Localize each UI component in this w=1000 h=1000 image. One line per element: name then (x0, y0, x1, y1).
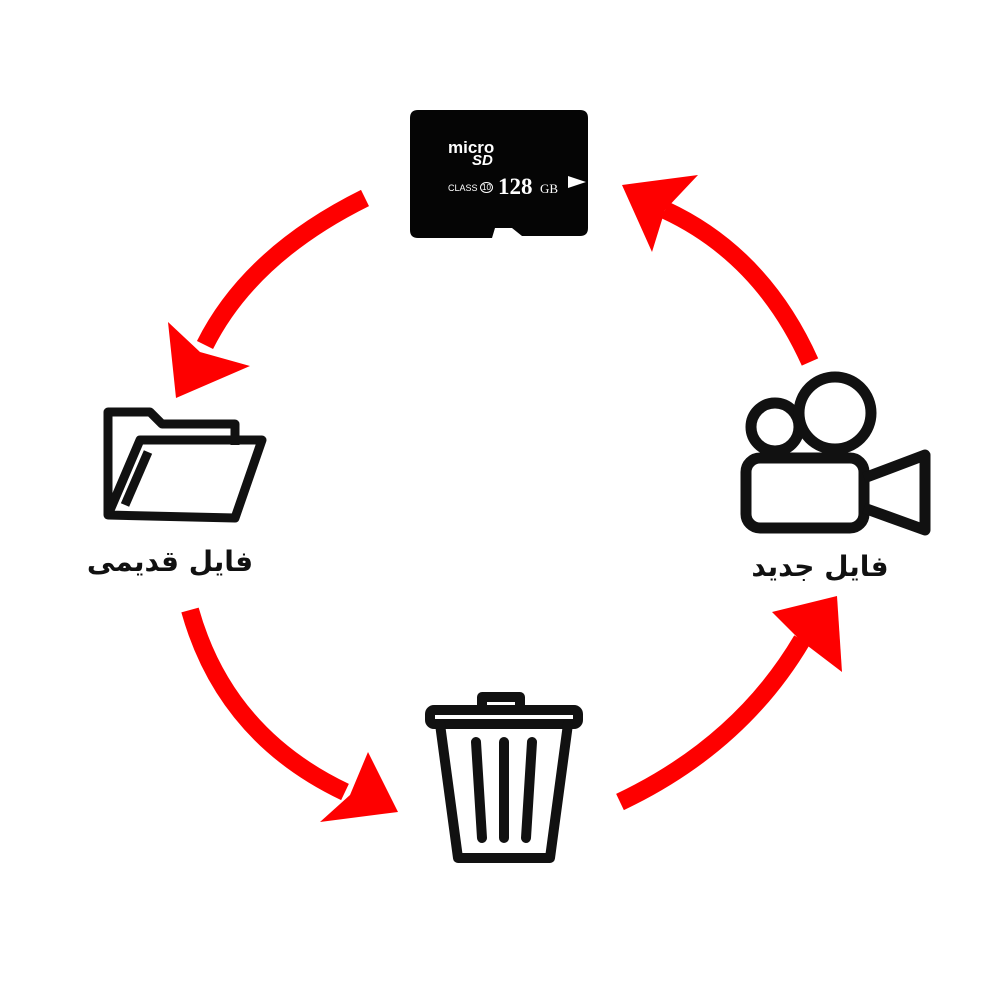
sd-capacity: 128 (498, 174, 533, 199)
sd-unit: GB (540, 181, 559, 196)
sd-brand-sd: SD (472, 152, 493, 169)
sd-card-notch-triangle (568, 176, 586, 188)
old-file-label: فایل قدیمی (86, 545, 254, 578)
arrow-trash-to-camera (616, 635, 810, 811)
arrowhead-icon (622, 175, 698, 252)
sd-class-label: CLASS (448, 183, 478, 193)
folder-icon (103, 407, 267, 523)
sd-card-icon (410, 110, 588, 238)
sd-card-label: micro SD CLASS 10 128 GB (410, 108, 588, 240)
new-file-label: فایل جدید (751, 550, 889, 583)
sd-brand-micro: micro (448, 138, 495, 157)
trash-icon (425, 692, 583, 863)
arrowhead-icon (772, 596, 842, 672)
arrow-card-to-folder (196, 189, 369, 350)
arrow-folder-to-trash (181, 607, 349, 801)
arrowhead-icon (168, 322, 250, 398)
video-camera-icon (740, 371, 931, 536)
arrowhead-icon (320, 752, 398, 822)
arrow-camera-to-card (661, 201, 819, 366)
sd-class-number: 10 (480, 182, 493, 193)
